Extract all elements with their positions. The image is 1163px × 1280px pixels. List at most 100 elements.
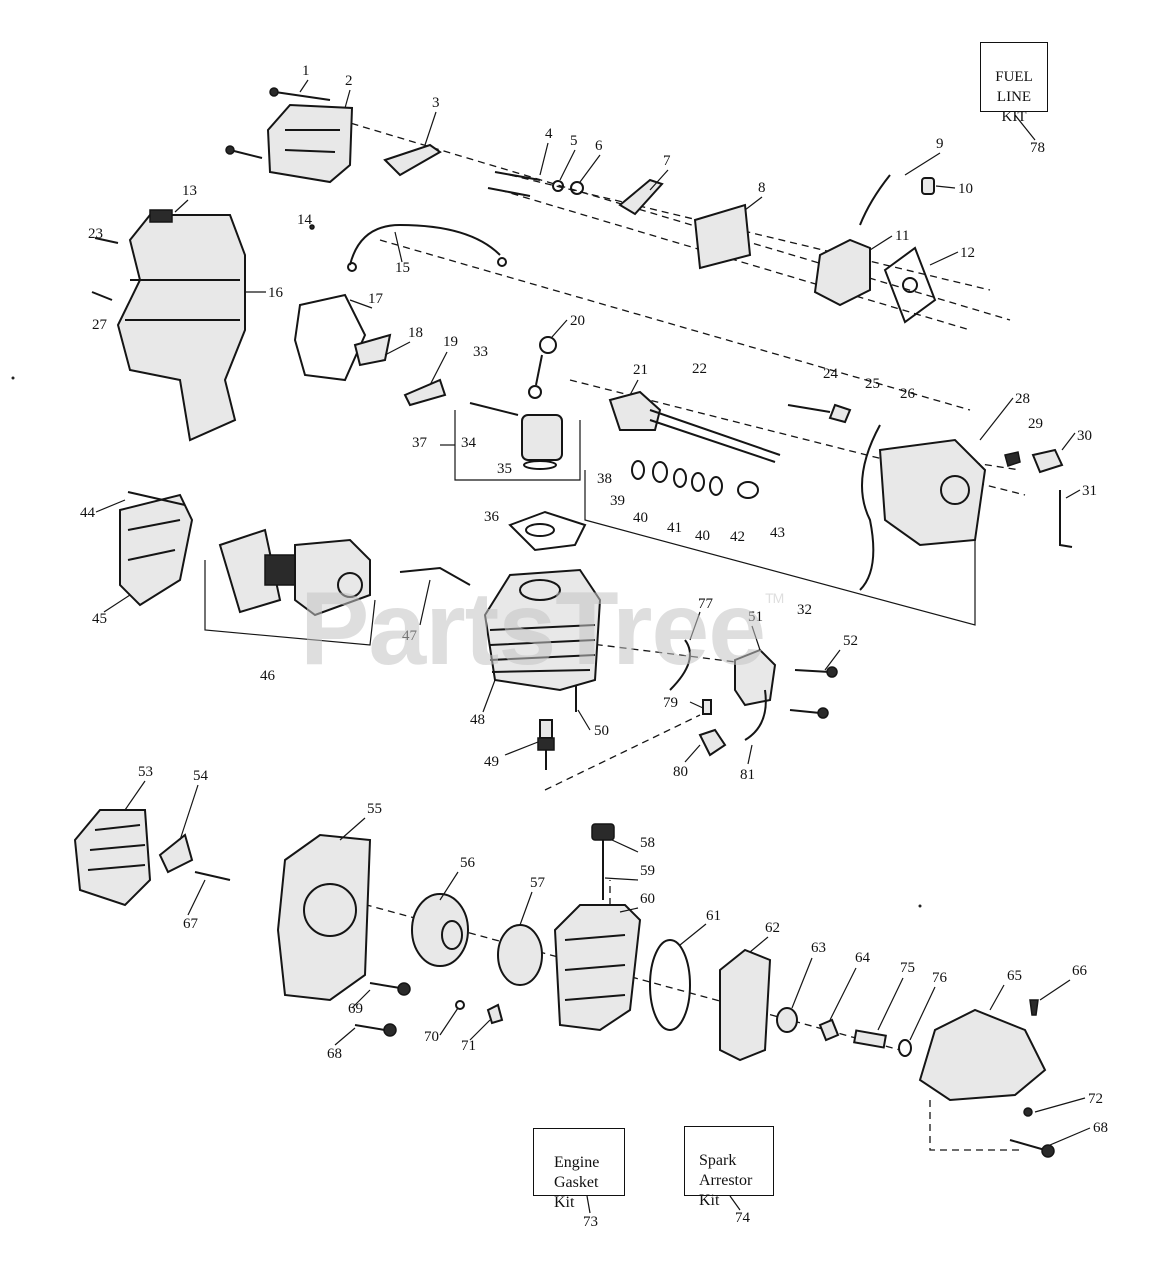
part-48-cylinder bbox=[483, 568, 602, 692]
callout-22: 22 bbox=[692, 361, 707, 377]
callout-65: 65 bbox=[1007, 968, 1022, 984]
callout-75: 75 bbox=[900, 960, 915, 976]
callout-63: 63 bbox=[811, 940, 826, 956]
callout-23: 23 bbox=[88, 226, 103, 242]
callout-11: 11 bbox=[895, 228, 909, 244]
part-35-piston bbox=[469, 402, 563, 470]
callout-64: 64 bbox=[855, 950, 871, 966]
part-20-connecting-rod bbox=[528, 336, 557, 399]
callout-21: 21 bbox=[633, 362, 648, 378]
part-10-fitting bbox=[921, 177, 935, 195]
part-52-screws bbox=[789, 666, 838, 719]
callout-43: 43 bbox=[770, 525, 785, 541]
part-9-fuel-line bbox=[859, 174, 891, 226]
part-49-spark-plug bbox=[537, 719, 555, 770]
part-63-76-hardware bbox=[776, 1007, 912, 1057]
callout-48: 48 bbox=[470, 712, 485, 728]
callout-76: 76 bbox=[932, 970, 948, 986]
callout-52: 52 bbox=[843, 633, 858, 649]
callout-20: 20 bbox=[570, 313, 585, 329]
callout-42: 42 bbox=[730, 529, 745, 545]
part-65-gear-housing bbox=[918, 1008, 1047, 1102]
callout-51: 51 bbox=[748, 609, 763, 625]
callout-34: 34 bbox=[461, 435, 477, 451]
part-36-gasket bbox=[508, 510, 587, 552]
callout-49: 49 bbox=[484, 754, 499, 770]
part-79-81-boot bbox=[698, 689, 767, 757]
group-brackets bbox=[204, 410, 976, 646]
callout-17: 17 bbox=[368, 291, 384, 307]
part-16-fuel-tank bbox=[116, 209, 246, 442]
callout-6: 6 bbox=[595, 138, 603, 154]
callout-68a: 68 bbox=[327, 1046, 342, 1062]
callout-81: 81 bbox=[740, 767, 755, 783]
callout-12: 12 bbox=[960, 245, 975, 261]
callout-14: 14 bbox=[297, 212, 313, 228]
callout-4: 4 bbox=[545, 126, 553, 142]
part-61-disc bbox=[649, 939, 691, 1031]
part-29-31 bbox=[1004, 448, 1073, 548]
part-24-26 bbox=[787, 403, 881, 591]
stray-dot bbox=[918, 904, 922, 908]
callout-50: 50 bbox=[594, 723, 609, 739]
part-2-screw-lower bbox=[225, 145, 263, 159]
callout-54: 54 bbox=[193, 768, 209, 784]
part-3-choke bbox=[383, 143, 442, 177]
part-70-71 bbox=[455, 1000, 504, 1025]
part-8-plate bbox=[693, 203, 752, 270]
part-18-19-plates bbox=[353, 333, 447, 407]
part-45-heat-shield bbox=[119, 491, 194, 607]
callout-9: 9 bbox=[936, 136, 944, 152]
callout-25: 25 bbox=[865, 376, 880, 392]
callout-69: 69 bbox=[348, 1001, 363, 1017]
part-68-69-bolts bbox=[354, 982, 411, 1037]
part-11-carburetor bbox=[813, 238, 871, 307]
part-54-67 bbox=[158, 833, 231, 881]
part-1-screw bbox=[269, 87, 331, 101]
callout-33: 33 bbox=[473, 344, 488, 360]
callout-79: 79 bbox=[663, 695, 678, 711]
callout-40a: 40 bbox=[633, 510, 648, 526]
engine-gasket-kit-box: Engine Gasket Kit bbox=[533, 1128, 625, 1211]
engine-gasket-kit-label: Engine Gasket Kit bbox=[554, 1154, 600, 1211]
callout-19: 19 bbox=[443, 334, 458, 350]
callout-3: 3 bbox=[432, 95, 440, 111]
callout-27: 27 bbox=[92, 317, 108, 333]
callout-61: 61 bbox=[706, 908, 721, 924]
callout-29: 29 bbox=[1028, 416, 1043, 432]
callout-38: 38 bbox=[597, 471, 612, 487]
callout-26: 26 bbox=[900, 386, 916, 402]
watermark-text: PartsTree bbox=[300, 571, 766, 687]
callout-77: 77 bbox=[698, 596, 714, 612]
callout-1: 1 bbox=[302, 63, 310, 79]
callout-32: 32 bbox=[797, 602, 812, 618]
engine-gasket-kit-number: 73 bbox=[583, 1214, 598, 1230]
callout-53: 53 bbox=[138, 764, 153, 780]
watermark: PartsTreeTM bbox=[300, 570, 784, 689]
callout-80: 80 bbox=[673, 764, 688, 780]
stray-dot bbox=[11, 376, 15, 380]
callout-41: 41 bbox=[667, 520, 682, 536]
callout-62: 62 bbox=[765, 920, 780, 936]
callout-35: 35 bbox=[497, 461, 512, 477]
part-55-housing bbox=[276, 833, 372, 1002]
spark-arrestor-kit-number: 74 bbox=[735, 1210, 750, 1226]
callout-31: 31 bbox=[1082, 483, 1097, 499]
callout-leaders bbox=[95, 79, 1091, 1146]
callout-18: 18 bbox=[408, 325, 423, 341]
callout-66: 66 bbox=[1072, 963, 1088, 979]
part-21-crankshaft bbox=[608, 390, 781, 463]
callout-5: 5 bbox=[570, 133, 578, 149]
callout-15: 15 bbox=[395, 260, 410, 276]
callout-47: 47 bbox=[402, 628, 418, 644]
callout-60: 60 bbox=[640, 891, 655, 907]
part-58-60-starter bbox=[553, 823, 642, 1032]
part-15-wire bbox=[309, 223, 507, 272]
part-57-disc bbox=[497, 924, 543, 986]
callout-37: 37 bbox=[412, 435, 428, 451]
callout-8: 8 bbox=[758, 180, 766, 196]
part-38-43-bearings bbox=[631, 460, 759, 499]
part-12-gasket bbox=[883, 246, 937, 324]
part-66-72-68 bbox=[1009, 999, 1055, 1158]
